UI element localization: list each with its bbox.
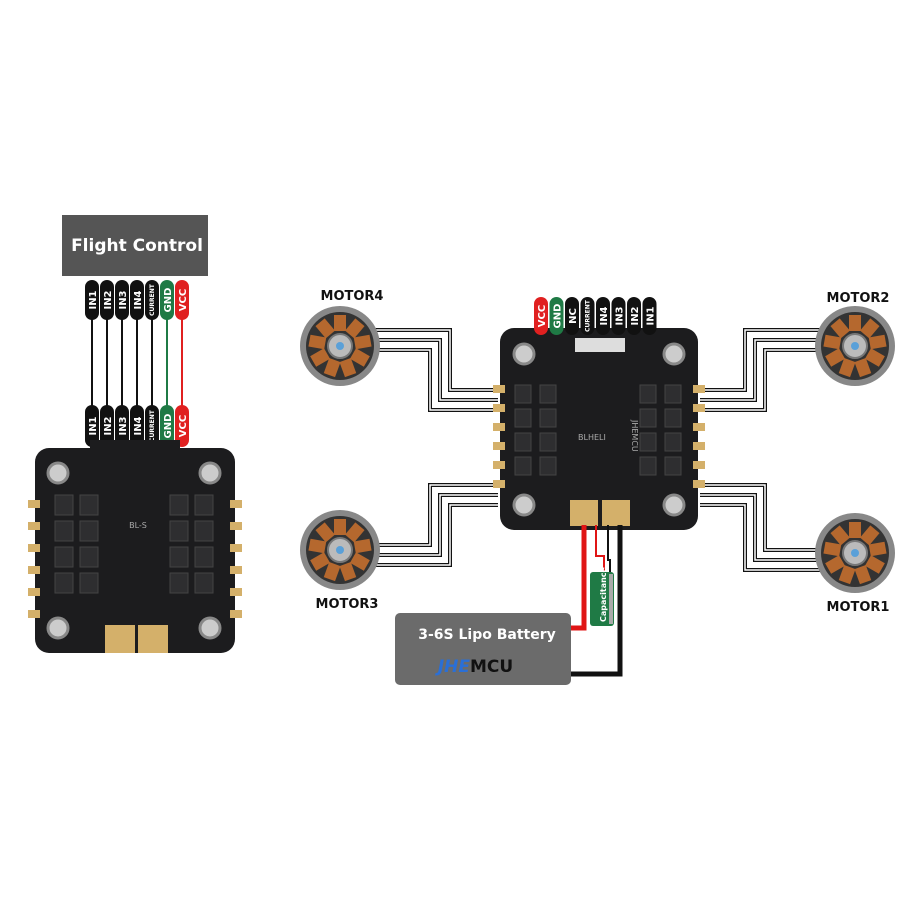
left-pin-vcc: VCC: [175, 280, 189, 320]
pin-label: IN1: [88, 416, 99, 435]
wire-highlight: [370, 484, 498, 546]
flight-control-box: Flight Control: [62, 215, 208, 276]
pin-label: IN3: [615, 306, 626, 325]
flight-control-label: Flight Control: [71, 236, 203, 256]
wire-highlight: [700, 339, 825, 401]
right-pin-current: CURRENT: [580, 297, 595, 335]
pin-label: IN2: [103, 290, 114, 309]
motor-motor4: MOTOR4: [300, 289, 383, 386]
left-board-text: BL-S: [129, 521, 147, 530]
left-pin-in3: IN3: [115, 405, 129, 447]
motor-motor1: MOTOR1: [815, 513, 895, 615]
wire-highlight: [700, 504, 825, 571]
battery-label: 3-6S Lipo Battery: [418, 627, 556, 643]
pin-label: VCC: [178, 415, 189, 437]
pin-label: CURRENT: [585, 299, 592, 332]
left-pin-gnd: GND: [160, 280, 174, 320]
right-pin-labels: VCC GND NC CURRENT IN4 IN3 IN2 IN1: [534, 297, 657, 335]
brand-logo-a: JHE: [435, 657, 471, 677]
pin-label: IN2: [630, 306, 641, 325]
right-pin-in4: IN4: [596, 297, 610, 335]
wire-highlight: [370, 504, 498, 566]
pin-label: IN4: [599, 306, 610, 325]
left-pin-current: CURRENT: [145, 405, 159, 447]
wire-highlight: [370, 494, 498, 556]
battery-positive-wire: [565, 525, 587, 631]
pin-label: IN2: [103, 416, 114, 435]
pin-label: VCC: [537, 305, 548, 327]
pin-label: IN4: [133, 290, 144, 309]
left-pin-current: CURRENT: [145, 280, 159, 320]
motor-wires: [370, 328, 825, 572]
left-pin-in2: IN2: [100, 405, 114, 447]
motor-label: MOTOR4: [321, 289, 384, 304]
left-signal-wires: IN1IN1IN2IN2IN3IN3IN4IN4CURRENTCURRENTGN…: [85, 280, 189, 447]
wire-highlight: [700, 329, 825, 391]
capacitor: Capacitance: [590, 566, 614, 626]
battery-box: 3-6S Lipo Battery JHE MCU: [395, 613, 571, 685]
capacitor-lead-negative: [607, 525, 611, 572]
right-board-brand: JHEMCU: [630, 419, 639, 452]
right-board-text: BLHELI: [578, 433, 606, 442]
pin-label: CURRENT: [149, 409, 156, 442]
left-pin-in4: IN4: [130, 280, 144, 320]
motor-label: MOTOR2: [827, 291, 890, 306]
left-esc-board: BL-S: [28, 440, 242, 653]
wire-highlight: [700, 484, 825, 551]
pin-label: IN1: [88, 290, 99, 309]
right-pin-in3: IN3: [611, 297, 626, 335]
left-pin-in1: IN1: [85, 405, 99, 447]
left-pin-vcc: VCC: [175, 405, 189, 447]
wire-highlight: [700, 349, 825, 411]
capacitor-label: Capacitance: [599, 566, 608, 622]
wire-highlight: [700, 494, 825, 561]
left-pin-gnd: GND: [160, 405, 174, 447]
wire-highlight: [370, 339, 498, 401]
motor-label: MOTOR1: [827, 600, 890, 615]
wire-highlight: [370, 329, 498, 391]
right-pin-nc: NC: [565, 297, 579, 335]
capacitor-lead-positive: [595, 525, 605, 572]
pin-label: IN3: [118, 290, 129, 309]
motor-motor2: MOTOR2: [815, 291, 895, 386]
right-pin-in1: IN1: [642, 297, 657, 335]
battery-negative-wire: [560, 525, 623, 677]
wire-highlight: [370, 349, 498, 411]
left-pin-in4: IN4: [130, 405, 144, 447]
pin-label: IN1: [646, 306, 657, 325]
right-pin-in2: IN2: [627, 297, 641, 335]
pin-label: CURRENT: [149, 283, 156, 316]
pin-label: GND: [163, 288, 174, 313]
left-pin-in1: IN1: [85, 280, 99, 320]
right-pin-gnd: GND: [549, 297, 564, 335]
left-pin-in2: IN2: [100, 280, 114, 320]
right-pin-vcc: VCC: [534, 297, 548, 335]
motor-motor3: MOTOR3: [300, 510, 380, 612]
motor-label: MOTOR3: [316, 597, 379, 612]
pin-label: NC: [568, 308, 579, 324]
pin-label: GND: [163, 414, 174, 439]
pin-label: VCC: [178, 289, 189, 311]
right-esc-board: BLHELI JHEMCU: [493, 328, 705, 530]
pin-label: IN4: [133, 416, 144, 435]
pin-label: IN3: [118, 416, 129, 435]
left-pin-in3: IN3: [115, 280, 129, 320]
pin-label: GND: [553, 304, 564, 329]
brand-logo-b: MCU: [470, 657, 513, 677]
